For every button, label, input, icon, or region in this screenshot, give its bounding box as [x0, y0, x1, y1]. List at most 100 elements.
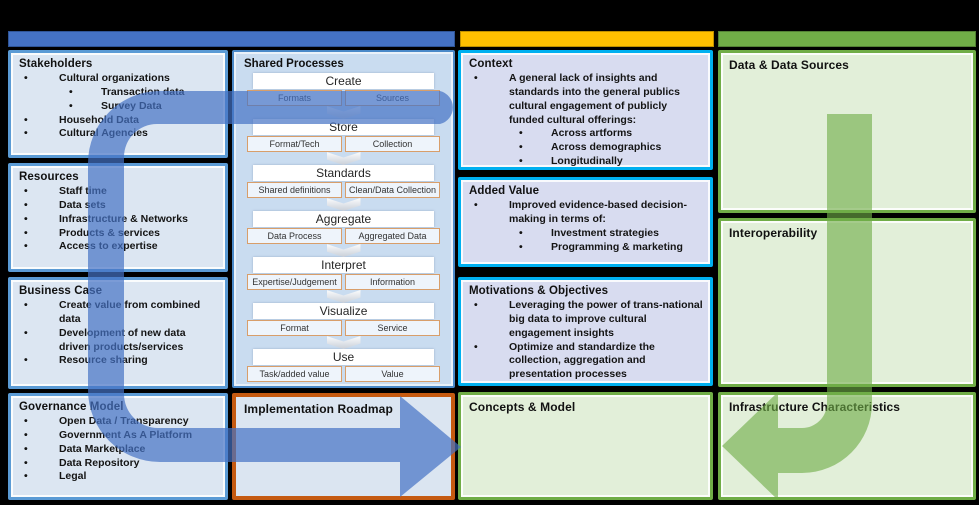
- bullet-icon: •: [24, 326, 28, 339]
- list-item: •A general lack of insights and standard…: [461, 72, 710, 127]
- list-item: •Infrastructure & Networks: [11, 213, 225, 227]
- step-cell: Formats: [247, 90, 342, 106]
- context-list: •A general lack of insights and standard…: [461, 72, 710, 169]
- down-arrow-icon: [326, 198, 361, 211]
- list-item: •Staff time: [11, 185, 225, 199]
- box-title: Added Value: [469, 185, 540, 197]
- business-case-box: Business Case •Create value from combine…: [8, 277, 228, 389]
- resources-box: Resources •Staff time•Data sets•Infrastr…: [8, 163, 228, 272]
- bullet-icon: •: [24, 442, 28, 455]
- bullet-icon: •: [24, 470, 28, 483]
- list-item: •Cultural Agencies: [11, 127, 225, 141]
- step-cell: Data Process: [247, 228, 342, 244]
- bullet-icon: •: [519, 155, 523, 168]
- data-sources-box: Data & Data Sources: [718, 50, 976, 213]
- list-item: •Across artforms: [461, 127, 710, 141]
- header-bar-blue: [8, 31, 455, 47]
- box-title: Stakeholders: [19, 58, 93, 70]
- step-cell: Format/Tech: [247, 136, 342, 152]
- down-arrow-icon: [326, 152, 361, 165]
- down-arrow-icon: [326, 106, 361, 119]
- list-item-text: Across demographics: [551, 141, 662, 154]
- list-item: • Programming & marketing: [461, 241, 710, 255]
- list-item-text: Legal: [59, 470, 87, 483]
- box-title: Concepts & Model: [469, 400, 576, 414]
- bullet-icon: •: [24, 72, 28, 84]
- step-cell: Expertise/Judgement: [247, 274, 342, 290]
- context-box: Context •A general lack of insights and …: [458, 50, 713, 170]
- resources-list: •Staff time•Data sets•Infrastructure & N…: [11, 185, 225, 254]
- bullet-icon: •: [519, 226, 523, 239]
- list-item: • Improved evidence-based decision-making…: [461, 199, 710, 227]
- box-title: Shared Processes: [244, 58, 344, 70]
- motivations-objectives-box: Motivations & Objectives •Leveraging the…: [458, 277, 713, 386]
- motivations-list: •Leveraging the power of trans-national …: [461, 299, 710, 382]
- list-item-text: Data Repository: [59, 456, 140, 469]
- bullet-icon: •: [474, 299, 478, 311]
- bullet-icon: •: [24, 198, 28, 211]
- list-item: • Data Repository: [11, 457, 225, 471]
- bullet-icon: •: [519, 240, 523, 253]
- implementation-roadmap-box: Implementation Roadmap: [232, 393, 455, 500]
- header-bar-yellow: [460, 31, 714, 47]
- list-item-text: Government As A Platform: [59, 428, 193, 441]
- concepts-model-box: Concepts & Model: [458, 392, 713, 500]
- bullet-icon: •: [69, 85, 73, 98]
- list-item-text: Investment strategies: [551, 226, 659, 239]
- step-cell: Value: [345, 366, 440, 382]
- box-title: Implementation Roadmap: [244, 402, 393, 416]
- list-item: •Leveraging the power of trans-national …: [461, 299, 710, 341]
- list-item: • Data sets: [11, 199, 225, 213]
- step-title: Use: [253, 349, 434, 365]
- stakeholders-list: •Cultural organizations•Transaction data…: [11, 72, 225, 141]
- box-title: Interoperability: [729, 226, 818, 240]
- list-item-text: Open Data / Transparency: [59, 415, 189, 427]
- box-title: Context: [469, 58, 513, 70]
- governance-model-box: Governance Model •Open Data / Transparen…: [8, 393, 228, 500]
- step-cell: Collection: [345, 136, 440, 152]
- list-item: • Government As A Platform: [11, 429, 225, 443]
- step-cell: Information: [345, 274, 440, 290]
- list-item-text: Products & services: [59, 226, 160, 239]
- list-item-text: Data sets: [59, 198, 106, 211]
- header-bar-green: [718, 31, 976, 47]
- list-item: •Survey Data: [11, 100, 225, 114]
- governance-model-list: • Open Data / Transparency • Government As …: [11, 415, 225, 484]
- list-item: •Resource sharing: [11, 354, 225, 368]
- step-cell: Task/added value: [247, 366, 342, 382]
- bullet-icon: •: [519, 127, 523, 140]
- down-arrow-icon: [326, 244, 361, 257]
- list-item-text: Optimize and standardize the collection,…: [509, 340, 655, 381]
- bullet-icon: •: [24, 428, 28, 441]
- business-case-list: •Create value from combined data•Develop…: [11, 299, 225, 368]
- list-item: •Create value from combined data: [11, 299, 225, 327]
- step-title: Visualize: [253, 303, 434, 319]
- down-arrow-icon: [326, 336, 361, 349]
- list-item-text: Improved evidence-based decision-making …: [509, 199, 687, 225]
- list-item-text: Cultural organizations: [59, 72, 170, 84]
- bullet-icon: •: [24, 415, 28, 427]
- list-item: •Products & services: [11, 227, 225, 241]
- bullet-icon: •: [24, 456, 28, 469]
- list-item-text: Resource sharing: [59, 354, 148, 367]
- list-item-text: Programming & marketing: [551, 240, 683, 253]
- step-title: Interpret: [253, 257, 434, 273]
- box-title: Business Case: [19, 285, 103, 297]
- interoperability-box: Interoperability: [718, 218, 976, 387]
- bullet-icon: •: [24, 212, 28, 225]
- step-title: Aggregate: [253, 211, 434, 227]
- step-title: Standards: [253, 165, 434, 181]
- step-title: Store: [253, 119, 434, 135]
- list-item-text: Create value from combined data: [59, 299, 201, 325]
- list-item-text: Data Marketplace: [59, 442, 146, 455]
- added-value-box: Added Value •Improved evidence-based dec…: [458, 177, 713, 267]
- stakeholders-box: Stakeholders •Cultural organizations•Tra…: [8, 50, 228, 158]
- bullet-icon: •: [474, 199, 478, 211]
